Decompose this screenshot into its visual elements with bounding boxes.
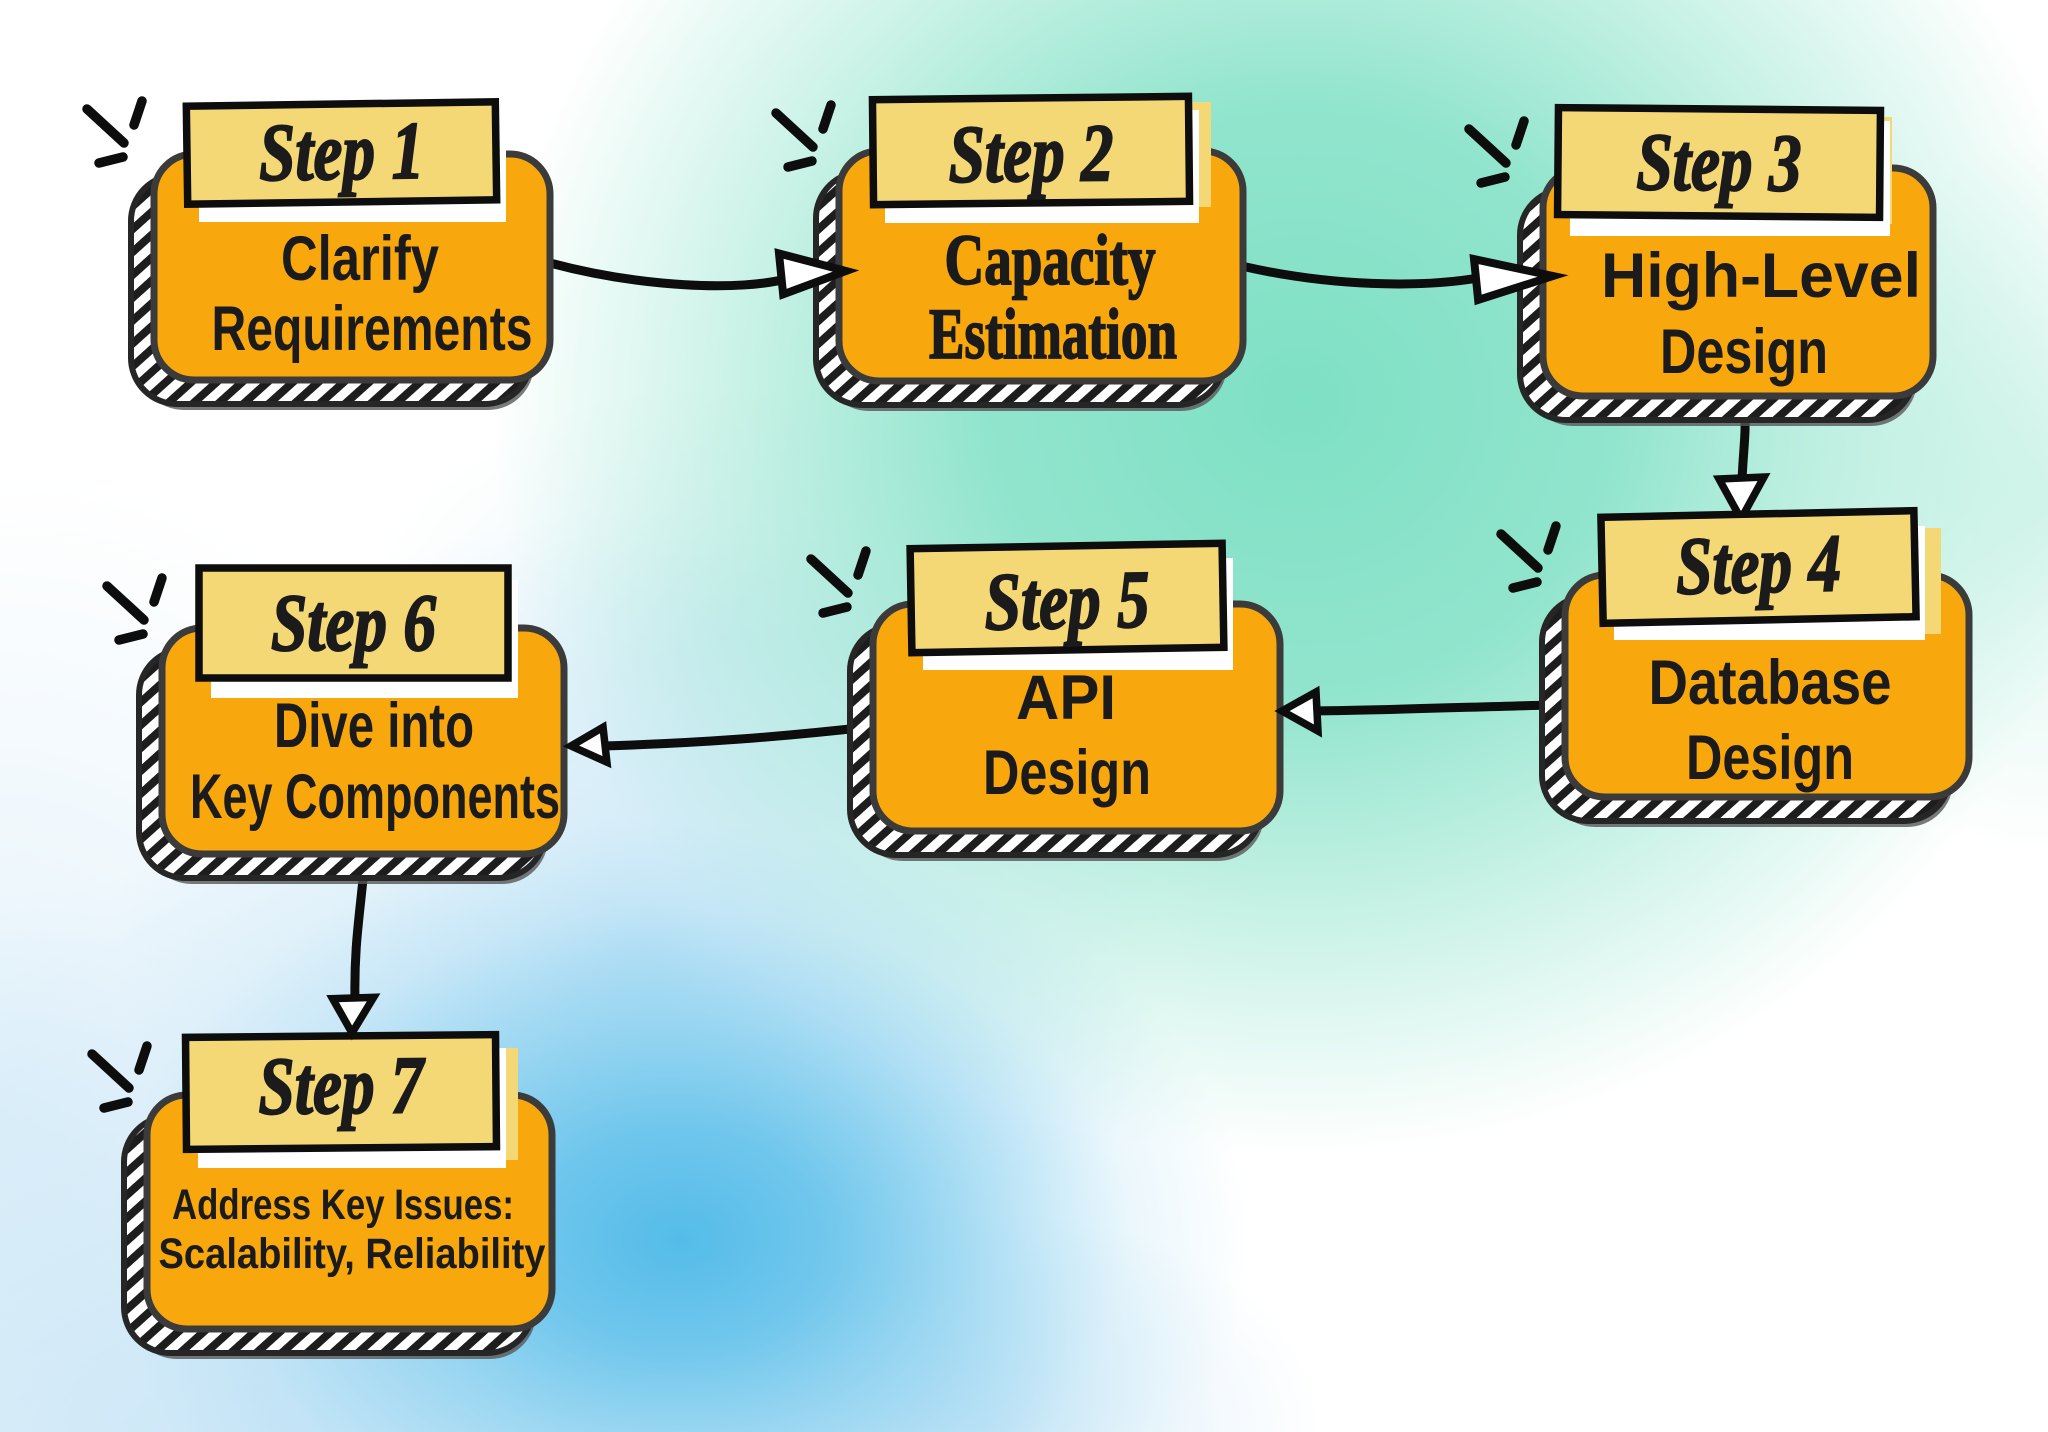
svg-text:Scalability, Reliability: Scalability, Reliability [159,1230,546,1278]
svg-text:Key Components: Key Components [190,762,560,832]
svg-text:Capacity: Capacity [945,220,1156,300]
svg-text:Design: Design [1686,723,1854,793]
svg-text:Requirements: Requirements [212,294,533,364]
svg-text:Address Key Issues:: Address Key Issues: [172,1181,514,1229]
svg-text:Clarify: Clarify [281,224,439,294]
svg-text:Step 7: Step 7 [258,1039,426,1131]
svg-text:Dive into: Dive into [274,691,474,761]
svg-text:Estimation: Estimation [929,294,1177,374]
svg-text:Step 5: Step 5 [984,554,1151,648]
svg-text:Step 3: Step 3 [1636,116,1802,208]
svg-text:API: API [1016,663,1116,733]
svg-text:Step 1: Step 1 [258,105,424,198]
svg-text:High-Level: High-Level [1601,241,1921,311]
svg-text:Design: Design [983,738,1151,808]
svg-text:Step 4: Step 4 [1675,517,1842,611]
svg-text:Step 6: Step 6 [271,577,436,668]
svg-text:Design: Design [1660,317,1828,387]
svg-text:Database: Database [1649,648,1892,718]
svg-text:Step 2: Step 2 [948,107,1114,200]
